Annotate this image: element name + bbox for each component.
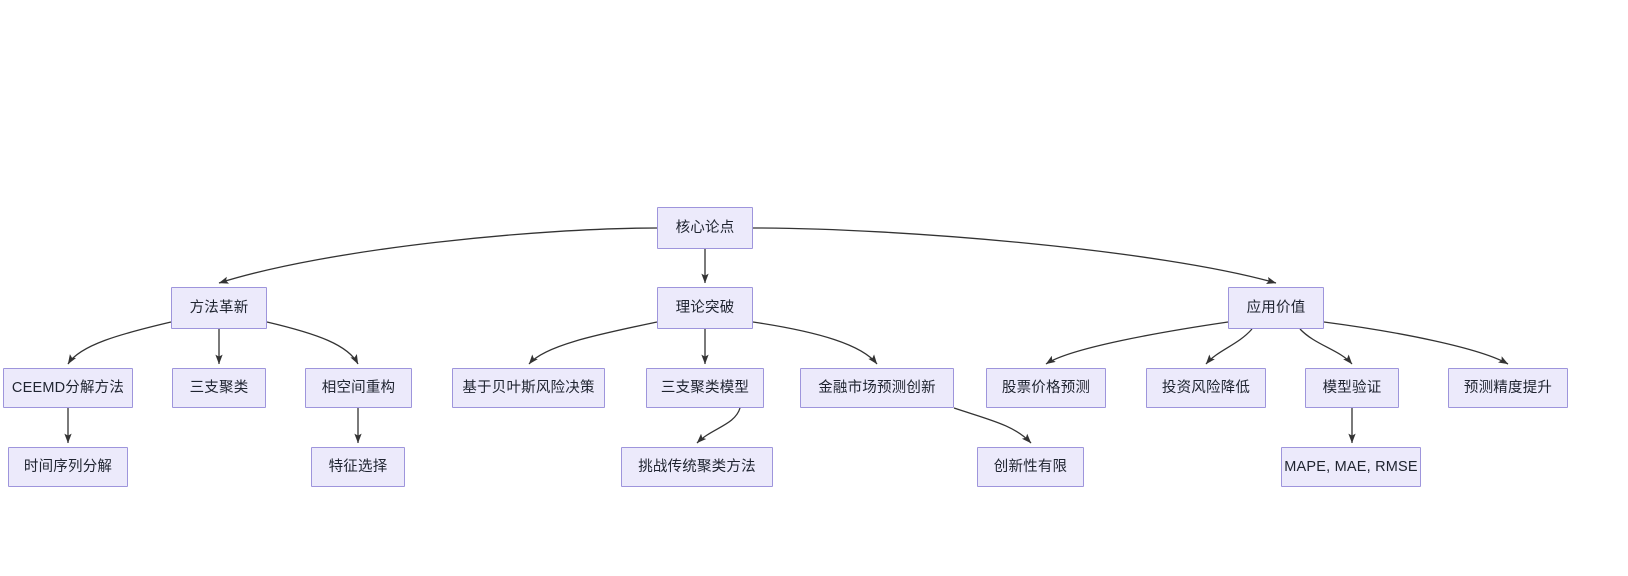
edge-value-to-verify <box>1299 328 1353 365</box>
node-stock[interactable]: 股票价格预测 <box>986 368 1106 408</box>
edge-method-to-phase <box>266 321 359 365</box>
node-method[interactable]: 方法革新 <box>171 287 267 329</box>
node-label-bayes: 基于贝叶斯风险决策 <box>462 379 595 396</box>
node-bayes[interactable]: 基于贝叶斯风险决策 <box>452 368 605 408</box>
edge-value-to-accuracy <box>1323 321 1509 365</box>
edge-theory-to-bayes <box>528 321 658 365</box>
node-label-challenge: 挑战传统聚类方法 <box>638 458 756 475</box>
node-label-phase: 相空间重构 <box>321 379 396 396</box>
node-label-finance: 金融市场预测创新 <box>818 379 936 396</box>
node-risk[interactable]: 投资风险降低 <box>1146 368 1266 408</box>
node-timeseries[interactable]: 时间序列分解 <box>8 447 128 487</box>
node-label-feature: 特征选择 <box>328 458 388 475</box>
node-verify[interactable]: 模型验证 <box>1305 368 1399 408</box>
node-label-accuracy: 预测精度提升 <box>1463 379 1553 396</box>
edge-method-to-ceemd <box>67 321 172 365</box>
edge-value-to-stock <box>1045 321 1229 365</box>
edge-root-to-value <box>752 227 1277 284</box>
node-label-ceemd: CEEMD分解方法 <box>11 379 125 396</box>
node-label-verify: 模型验证 <box>1322 379 1382 396</box>
node-label-value: 应用价值 <box>1246 299 1306 316</box>
edge-finance-to-limited <box>953 407 1032 444</box>
node-theory[interactable]: 理论突破 <box>657 287 753 329</box>
node-limited[interactable]: 创新性有限 <box>977 447 1084 487</box>
node-finance[interactable]: 金融市场预测创新 <box>800 368 954 408</box>
node-metrics[interactable]: MAPE, MAE, RMSE <box>1281 447 1421 487</box>
node-label-method: 方法革新 <box>189 299 249 316</box>
node-trimodel[interactable]: 三支聚类模型 <box>646 368 764 408</box>
edge-value-to-risk <box>1205 328 1253 365</box>
node-label-trimodel: 三支聚类模型 <box>660 379 750 396</box>
node-label-timeseries: 时间序列分解 <box>23 458 113 475</box>
edge-root-to-method <box>218 227 658 284</box>
node-label-theory: 理论突破 <box>675 299 735 316</box>
node-label-tri: 三支聚类 <box>189 379 249 396</box>
node-tri[interactable]: 三支聚类 <box>172 368 266 408</box>
node-label-root: 核心论点 <box>675 219 735 236</box>
edge-group <box>64 227 1509 444</box>
node-challenge[interactable]: 挑战传统聚类方法 <box>621 447 773 487</box>
node-root[interactable]: 核心论点 <box>657 207 753 249</box>
node-label-risk: 投资风险降低 <box>1161 379 1251 396</box>
node-feature[interactable]: 特征选择 <box>311 447 405 487</box>
node-phase[interactable]: 相空间重构 <box>305 368 412 408</box>
node-label-stock: 股票价格预测 <box>1001 379 1091 396</box>
node-value[interactable]: 应用价值 <box>1228 287 1324 329</box>
node-ceemd[interactable]: CEEMD分解方法 <box>3 368 133 408</box>
edge-trimodel-to-challenge <box>696 407 741 444</box>
edge-theory-to-finance <box>752 321 878 365</box>
node-accuracy[interactable]: 预测精度提升 <box>1448 368 1568 408</box>
node-label-limited: 创新性有限 <box>993 458 1068 475</box>
node-label-metrics: MAPE, MAE, RMSE <box>1284 458 1418 475</box>
